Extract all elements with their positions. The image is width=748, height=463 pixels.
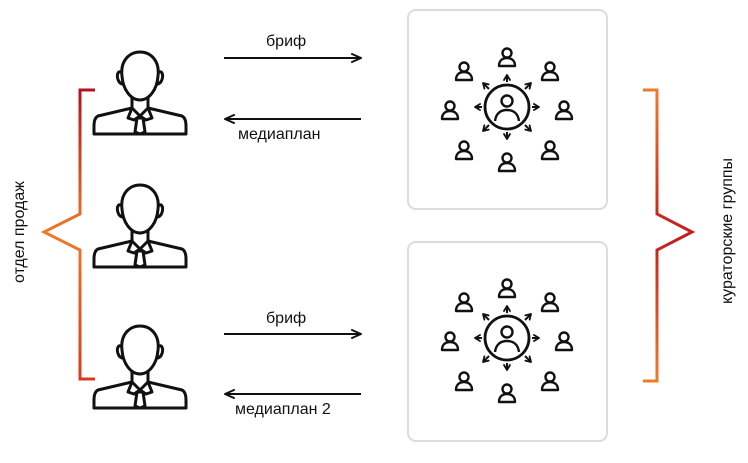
label-sales-department: отдел продаж — [11, 181, 28, 283]
label-mediaplan-top: медиаплан — [238, 126, 321, 143]
right-brace — [643, 88, 696, 383]
left-brace — [40, 88, 95, 381]
businessman-icon-top — [92, 50, 188, 136]
label-mediaplan-bottom: медиаплан 2 — [235, 401, 331, 418]
label-brief-top: бриф — [266, 33, 307, 50]
businessman-icon-bottom — [92, 324, 188, 410]
label-brief-bottom: бриф — [266, 310, 307, 327]
label-curator-groups: кураторские группы — [719, 157, 736, 305]
businessman-icon-middle — [92, 183, 188, 269]
